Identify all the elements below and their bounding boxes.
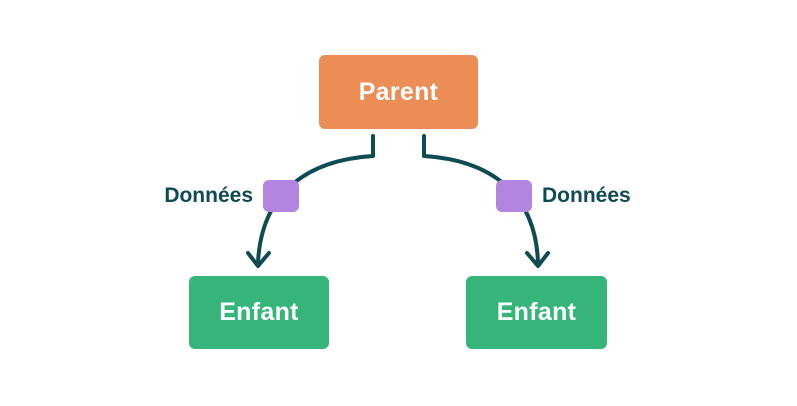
edge-left-connector: [256, 134, 375, 264]
parent-node: Parent: [319, 55, 478, 129]
data-packet-left-icon: [263, 180, 299, 212]
parent-node-label: Parent: [358, 77, 439, 106]
edge-left-label: Données: [164, 184, 253, 207]
arrowhead-left-icon: [246, 251, 271, 268]
child-node-left-label: Enfant: [219, 298, 299, 326]
child-node-right-label: Enfant: [496, 298, 577, 326]
child-node-right: Enfant: [466, 276, 607, 349]
data-packet-right-icon: [496, 180, 532, 212]
edge-right-connector: [422, 134, 540, 264]
child-node-left: Enfant: [189, 276, 329, 349]
arrowhead-right-icon: [525, 251, 550, 268]
edge-right-label: Données: [542, 184, 631, 207]
